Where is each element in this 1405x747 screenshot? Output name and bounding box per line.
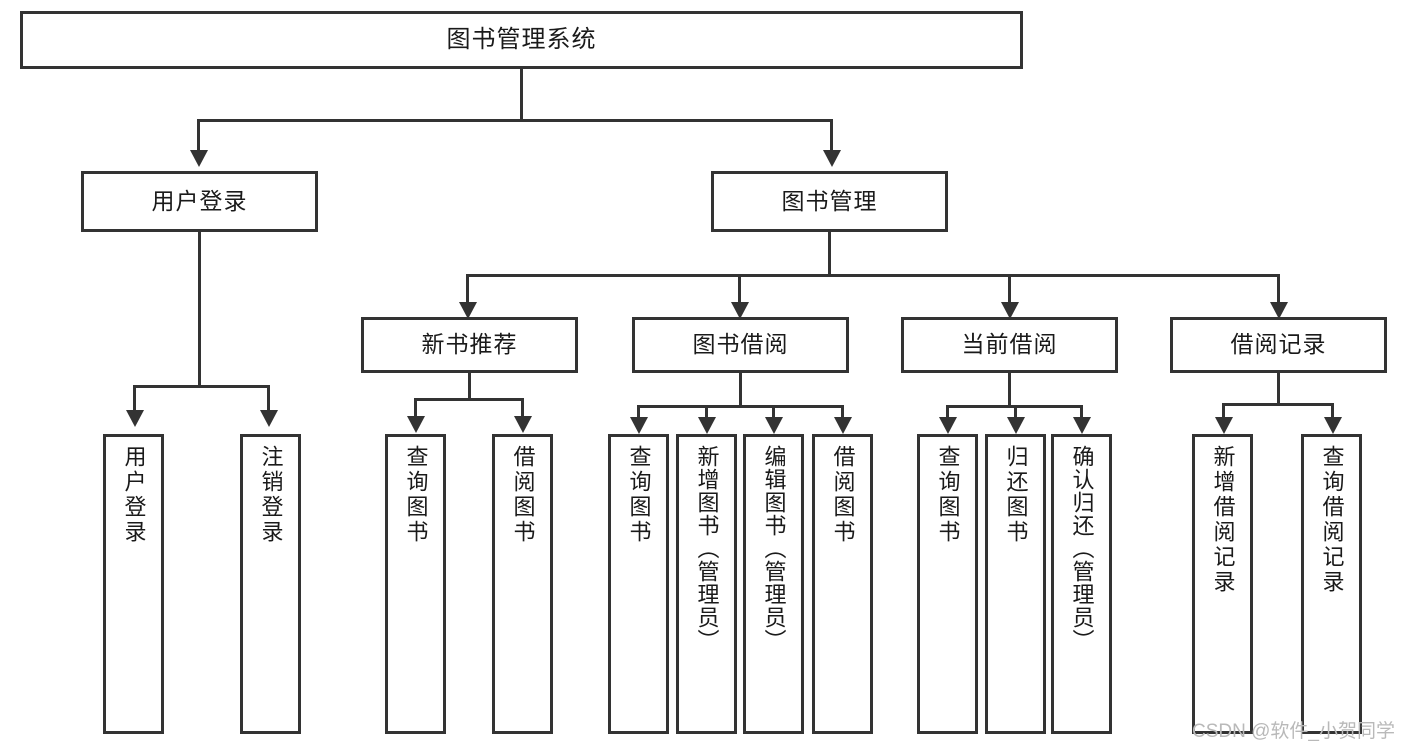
- arrow-l3-2-icon: [1001, 302, 1019, 319]
- leaf-current-borrow-confirm-label: 确认归还（管理员）: [1069, 445, 1095, 652]
- leaf-book-borrow-edit-label: 编辑图书（管理员）: [761, 445, 787, 652]
- node-new-book-recommend[interactable]: 新书推荐: [361, 317, 578, 373]
- edge-book-borrow-to-leaf-3: [841, 405, 844, 419]
- arrow-l3-1-icon: [731, 302, 749, 319]
- edge-book-borrow-to-leaf-1: [705, 405, 708, 419]
- edge-book-mgmt-to-l3-1: [738, 274, 741, 304]
- leaf-borrow-record-add-label: 新增借阅记录: [1210, 445, 1236, 595]
- arrow-new-book-leaf-0-icon: [407, 416, 425, 433]
- leaf-borrow-record-query[interactable]: 查询借阅记录: [1301, 434, 1362, 734]
- leaf-book-borrow-query[interactable]: 查询图书: [608, 434, 669, 734]
- leaf-borrow-record-add[interactable]: 新增借阅记录: [1192, 434, 1253, 734]
- node-book-borrow-label: 图书借阅: [692, 331, 789, 358]
- arrow-current-borrow-leaf-0-icon: [939, 417, 957, 434]
- edge-new-book-to-leaf-0: [414, 398, 417, 418]
- leaf-current-borrow-query[interactable]: 查询图书: [917, 434, 978, 734]
- leaf-book-borrow-borrow-label: 借阅图书: [830, 445, 856, 545]
- leaf-new-book-borrow[interactable]: 借阅图书: [492, 434, 553, 734]
- edge-current-borrow-to-leaf-2: [1080, 405, 1083, 419]
- edge-borrow-record-to-leaf-0: [1222, 403, 1225, 419]
- arrow-root-to-user-login-icon: [190, 150, 208, 167]
- edge-book-mgmt-to-l3-3: [1277, 274, 1280, 304]
- node-book-management[interactable]: 图书管理: [711, 171, 948, 232]
- edge-root-to-user-login: [197, 119, 200, 152]
- node-user-login[interactable]: 用户登录: [81, 171, 318, 232]
- node-book-borrow[interactable]: 图书借阅: [632, 317, 849, 373]
- edge-root-stem: [520, 69, 523, 119]
- watermark: CSDN @软件_小贺同学: [1192, 721, 1395, 742]
- leaf-user-login-logout-label: 注销登录: [258, 445, 284, 545]
- edge-user-login-stem: [198, 232, 201, 385]
- edge-root-bus: [197, 119, 833, 122]
- edge-user-login-bus: [133, 385, 270, 388]
- leaf-new-book-query[interactable]: 查询图书: [385, 434, 446, 734]
- edge-current-borrow-bus: [946, 405, 1080, 408]
- leaf-book-borrow-add[interactable]: 新增图书（管理员）: [676, 434, 737, 734]
- edge-current-borrow-stem: [1008, 373, 1011, 405]
- edge-borrow-record-stem: [1277, 373, 1280, 403]
- edge-book-borrow-to-leaf-0: [637, 405, 640, 419]
- edge-user-login-to-leaf-1: [267, 385, 270, 412]
- leaf-user-login-logout[interactable]: 注销登录: [240, 434, 301, 734]
- arrow-l3-0-icon: [459, 302, 477, 319]
- edge-new-book-to-leaf-1: [521, 398, 524, 418]
- leaf-book-borrow-edit[interactable]: 编辑图书（管理员）: [743, 434, 804, 734]
- leaf-user-login-login[interactable]: 用户登录: [103, 434, 164, 734]
- arrow-book-borrow-leaf-0-icon: [630, 417, 648, 434]
- edge-new-book-bus: [414, 398, 524, 401]
- arrow-root-to-book-mgmt-icon: [823, 150, 841, 167]
- leaf-book-borrow-borrow[interactable]: 借阅图书: [812, 434, 873, 734]
- node-current-borrow[interactable]: 当前借阅: [901, 317, 1118, 373]
- arrow-new-book-leaf-1-icon: [514, 416, 532, 433]
- leaf-book-borrow-add-label: 新增图书（管理员）: [694, 445, 720, 652]
- arrow-book-borrow-leaf-3-icon: [834, 417, 852, 434]
- leaf-current-borrow-confirm[interactable]: 确认归还（管理员）: [1051, 434, 1112, 734]
- edge-book-borrow-stem: [739, 373, 742, 405]
- arrow-l3-3-icon: [1270, 302, 1288, 319]
- arrow-borrow-record-leaf-1-icon: [1324, 417, 1342, 434]
- edge-book-mgmt-to-l3-0: [466, 274, 469, 304]
- leaf-current-borrow-return-label: 归还图书: [1003, 445, 1029, 545]
- leaf-user-login-login-label: 用户登录: [121, 445, 147, 545]
- leaf-borrow-record-query-label: 查询借阅记录: [1319, 445, 1345, 595]
- arrow-book-borrow-leaf-1-icon: [698, 417, 716, 434]
- node-current-borrow-label: 当前借阅: [961, 331, 1058, 358]
- leaf-book-borrow-query-label: 查询图书: [626, 445, 652, 545]
- edge-current-borrow-to-leaf-1: [1014, 405, 1017, 419]
- edge-book-borrow-bus: [637, 405, 844, 408]
- edge-book-mgmt-to-l3-2: [1008, 274, 1011, 304]
- edge-borrow-record-to-leaf-1: [1331, 403, 1334, 419]
- node-borrow-record[interactable]: 借阅记录: [1170, 317, 1387, 373]
- edge-user-login-to-leaf-0: [133, 385, 136, 412]
- edge-book-borrow-to-leaf-2: [772, 405, 775, 419]
- edge-current-borrow-to-leaf-0: [946, 405, 949, 419]
- edge-book-mgmt-stem: [828, 232, 831, 274]
- edge-borrow-record-bus: [1222, 403, 1334, 406]
- arrow-book-borrow-leaf-2-icon: [765, 417, 783, 434]
- arrow-current-borrow-leaf-2-icon: [1073, 417, 1091, 434]
- edge-root-to-book-mgmt: [830, 119, 833, 152]
- edge-book-mgmt-bus: [466, 274, 1280, 277]
- arrow-borrow-record-leaf-0-icon: [1215, 417, 1233, 434]
- node-root[interactable]: 图书管理系统: [20, 11, 1023, 69]
- leaf-new-book-borrow-label: 借阅图书: [510, 445, 536, 545]
- arrow-user-login-leaf-0-icon: [126, 410, 144, 427]
- leaf-current-borrow-query-label: 查询图书: [935, 445, 961, 545]
- node-user-login-label: 用户登录: [151, 187, 248, 214]
- node-root-label: 图书管理系统: [446, 25, 597, 53]
- leaf-new-book-query-label: 查询图书: [403, 445, 429, 545]
- node-new-book-recommend-label: 新书推荐: [421, 331, 518, 358]
- arrow-current-borrow-leaf-1-icon: [1007, 417, 1025, 434]
- leaf-current-borrow-return[interactable]: 归还图书: [985, 434, 1046, 734]
- node-borrow-record-label: 借阅记录: [1230, 331, 1327, 358]
- edge-new-book-stem: [468, 373, 471, 398]
- node-book-management-label: 图书管理: [781, 187, 878, 214]
- arrow-user-login-leaf-1-icon: [260, 410, 278, 427]
